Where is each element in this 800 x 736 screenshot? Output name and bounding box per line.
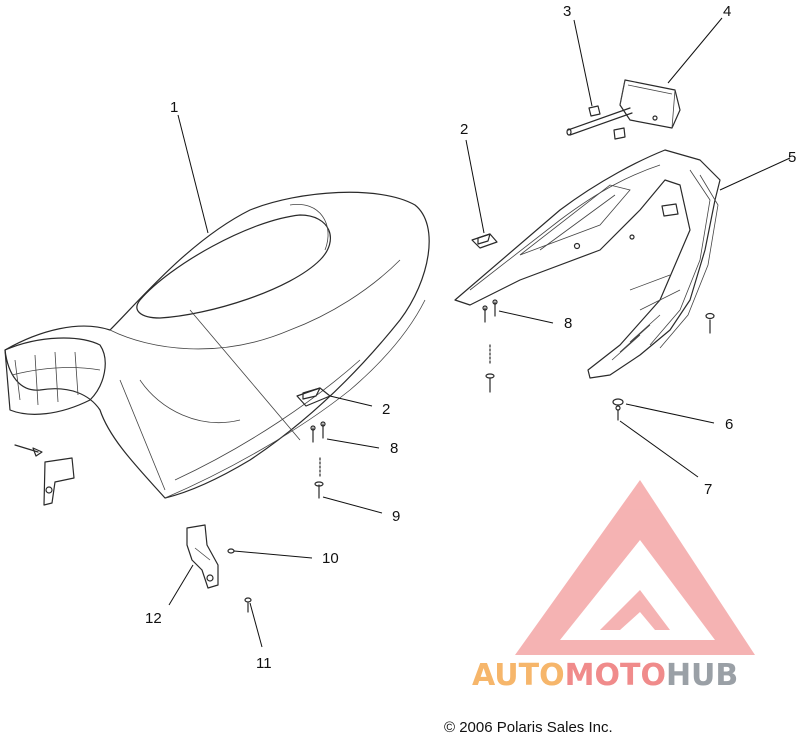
callout-5: 5: [788, 149, 796, 166]
watermark-moto: MOTO: [565, 658, 666, 693]
watermark-auto: AUTO: [472, 658, 565, 693]
callouts: 1 2 2 3 4 5 6 7 8 8 9 10 11 12: [145, 3, 796, 672]
fasteners: [227, 299, 715, 613]
leader-lines: [168, 17, 791, 648]
callout-3: 3: [563, 3, 571, 20]
watermark-wordmark: AUTOMOTOHUB: [472, 658, 738, 693]
seat-part: [4, 191, 430, 499]
rod-part: [566, 105, 633, 140]
left-bracket: [14, 444, 75, 506]
copyright-text: © 2006 Polaris Sales Inc.: [444, 719, 613, 736]
svg-text:AUTOMOTOHUB: AUTOMOTOHUB: [472, 658, 738, 693]
callout-6: 6: [725, 416, 733, 433]
watermark-triangle-hole: [620, 612, 655, 630]
callout-2-seat: 2: [382, 401, 390, 418]
watermark-logo: [515, 480, 755, 655]
callout-9: 9: [392, 508, 400, 525]
callout-12: 12: [145, 610, 162, 627]
rear-grab-bar-part: [454, 149, 721, 379]
watermark-hub: HUB: [666, 658, 738, 693]
callout-1: 1: [170, 99, 178, 116]
callout-10: 10: [322, 550, 339, 567]
callout-4: 4: [723, 3, 731, 20]
clip-upper: [471, 233, 498, 249]
callout-8-seat: 8: [390, 440, 398, 457]
callout-2-upper: 2: [460, 121, 468, 138]
storage-box-part: [619, 79, 681, 129]
callout-11: 11: [256, 655, 272, 672]
callout-8-right: 8: [564, 315, 572, 332]
callout-7: 7: [704, 481, 712, 498]
lower-bracket-part: [186, 524, 219, 589]
watermark-triangle-inner: [560, 540, 715, 640]
watermark-triangle-core: [600, 590, 670, 630]
